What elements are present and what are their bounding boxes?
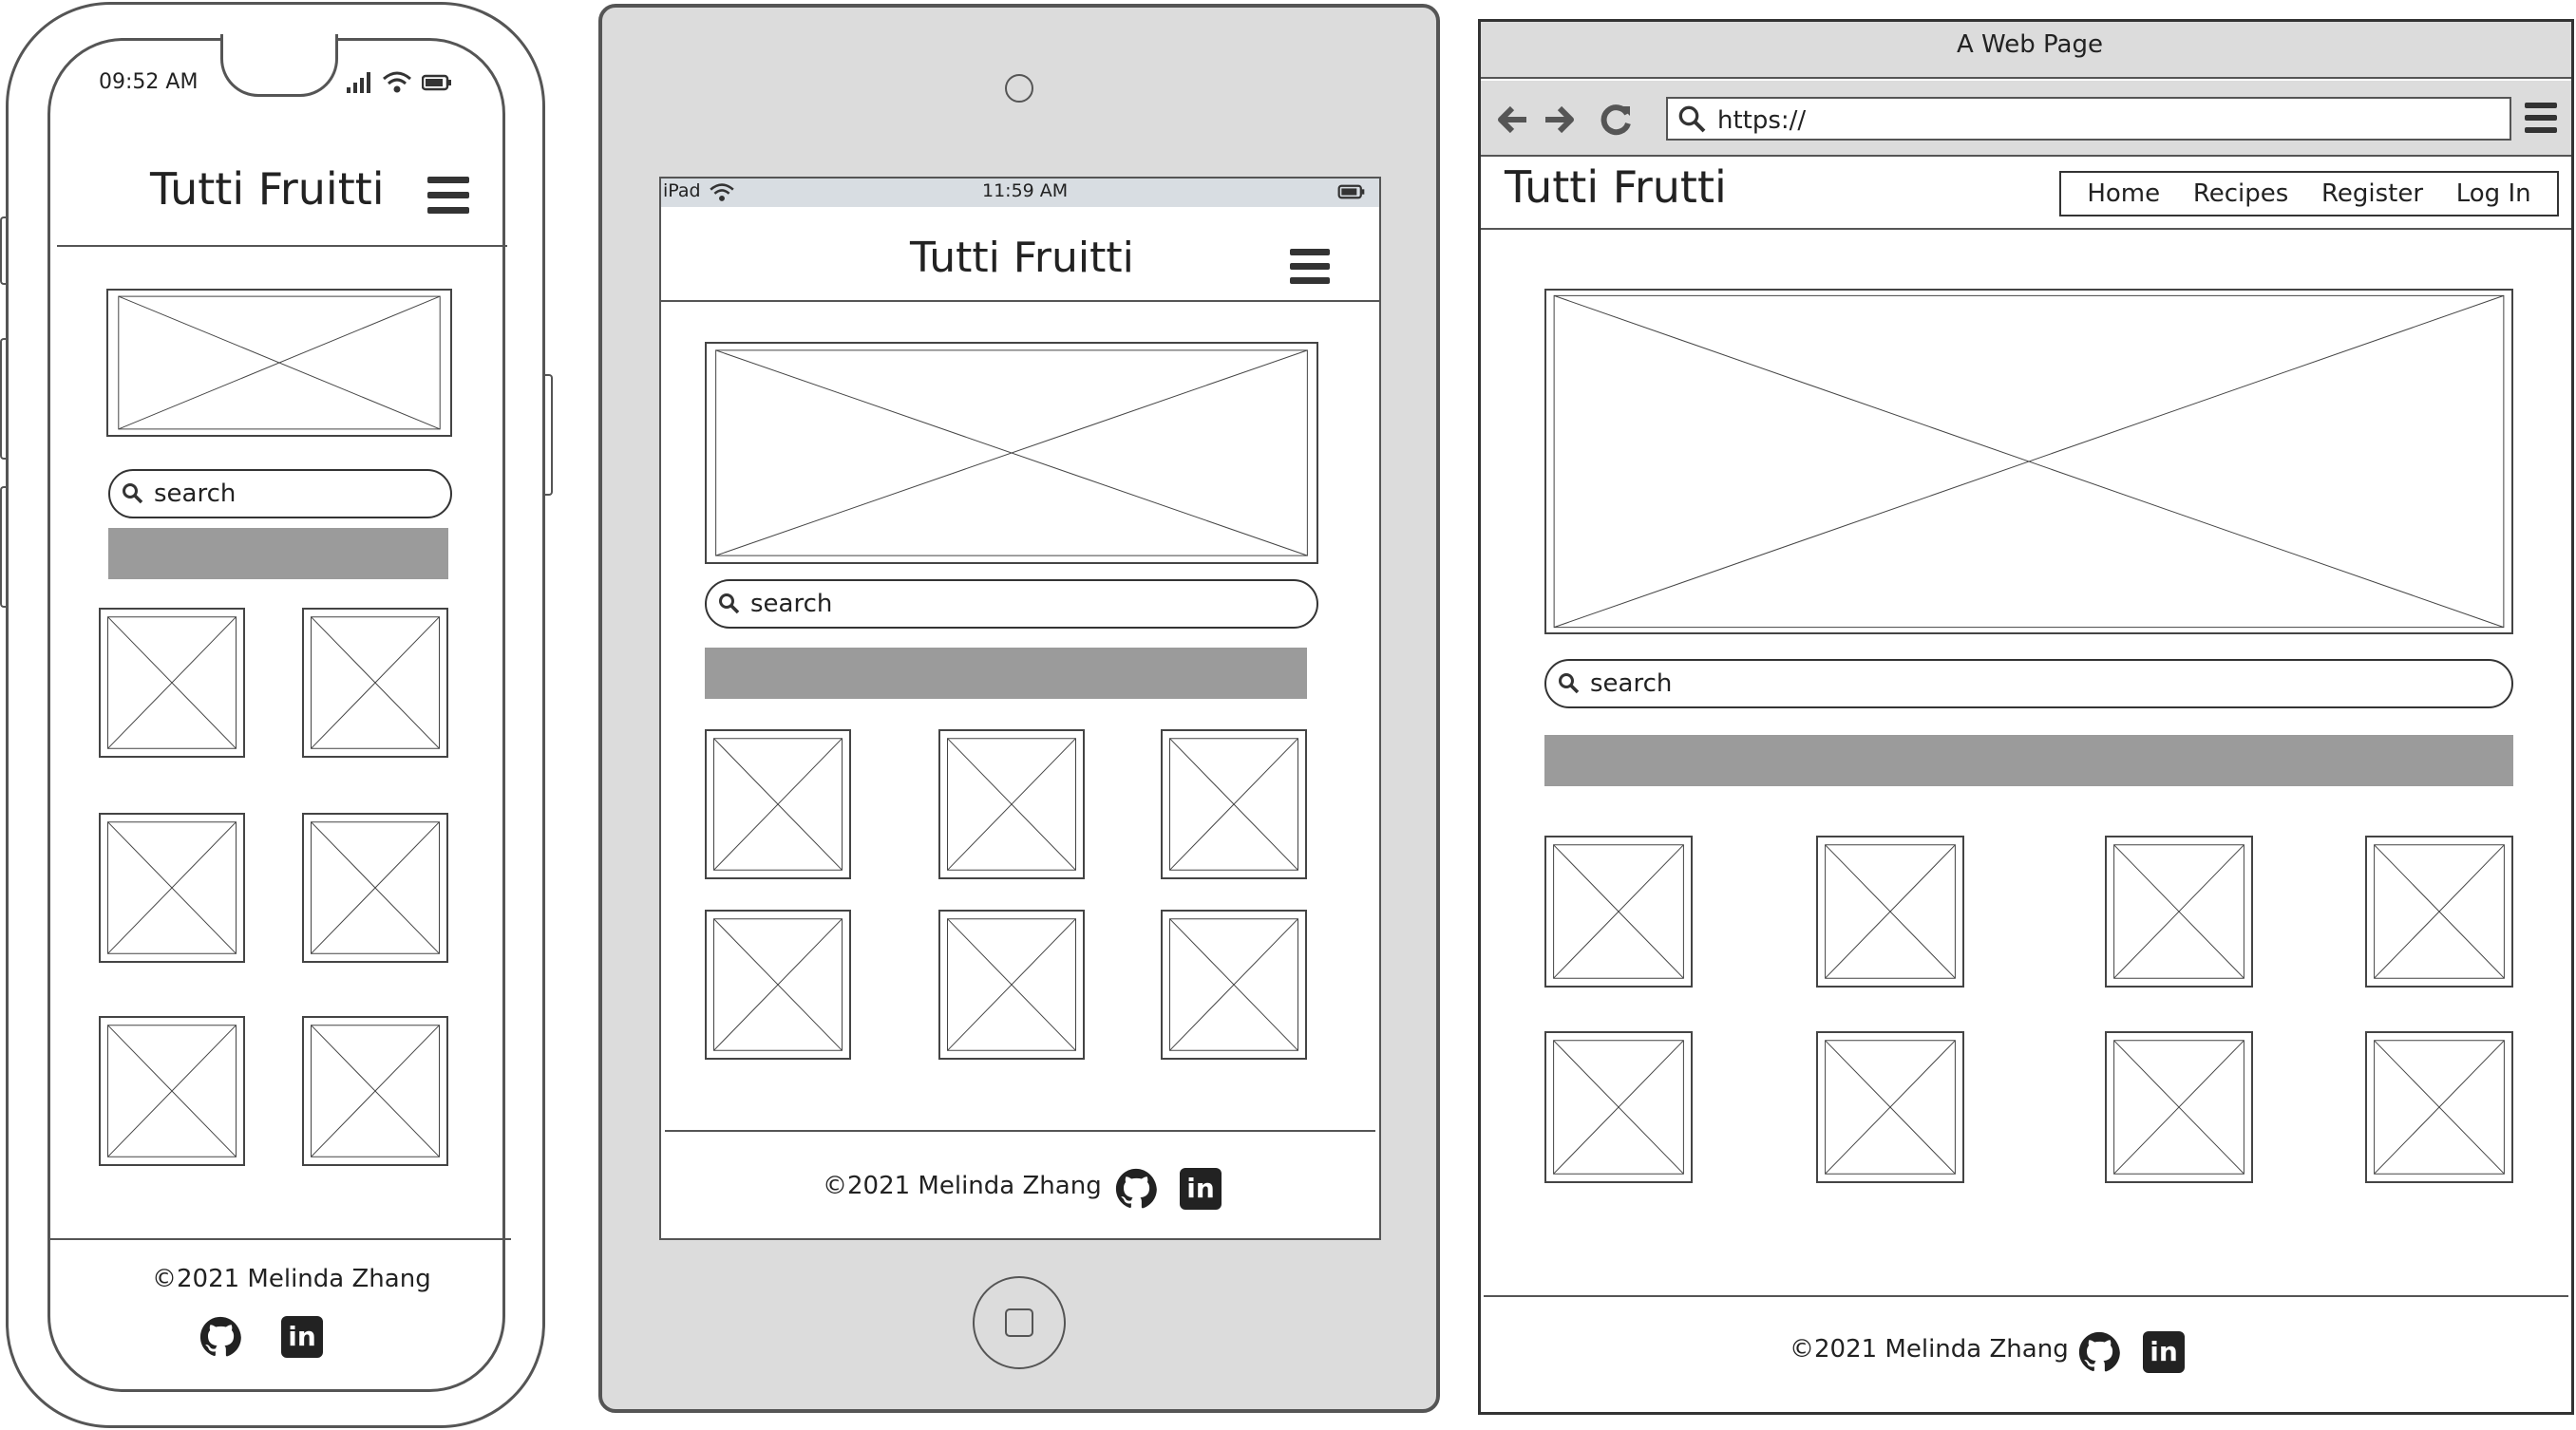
- phone-recipe-thumbnail[interactable]: [302, 608, 448, 758]
- phone-footer-copyright: ©2021 Melinda Zhang: [152, 1265, 431, 1293]
- linkedin-icon[interactable]: in: [281, 1316, 323, 1358]
- tablet-recipe-thumbnail[interactable]: [938, 910, 1085, 1060]
- browser-url: https://: [1717, 106, 1807, 135]
- cellular-signal-icon: [346, 70, 374, 95]
- phone-recipe-thumbnail[interactable]: [302, 1016, 448, 1166]
- browser-address-bar[interactable]: https://: [1666, 97, 2511, 141]
- browser-recipe-thumbnail[interactable]: [2365, 1031, 2513, 1183]
- search-icon: [123, 483, 143, 504]
- browser-recipe-thumbnail[interactable]: [1816, 1031, 1964, 1183]
- tablet-search-input[interactable]: search: [705, 579, 1318, 629]
- tablet-hero-image-placeholder: [705, 342, 1318, 564]
- browser-footer-copyright: ©2021 Melinda Zhang: [1790, 1335, 2069, 1364]
- browser-recipe-thumbnail[interactable]: [1544, 836, 1693, 988]
- browser-nav: Home Recipes Register Log In: [2059, 171, 2559, 216]
- github-icon[interactable]: [199, 1316, 241, 1358]
- browser-recipe-thumbnail[interactable]: [2105, 836, 2253, 988]
- phone-side-button: [543, 374, 553, 496]
- browser-search-placeholder: search: [1590, 669, 1673, 698]
- tablet-home-button[interactable]: [973, 1276, 1066, 1369]
- tablet-recipe-thumbnail[interactable]: [938, 729, 1085, 879]
- tablet-recipe-thumbnail[interactable]: [1161, 729, 1307, 879]
- browser-recipe-thumbnail[interactable]: [2365, 836, 2513, 988]
- tablet-device-label: iPad: [663, 180, 701, 201]
- tablet-recipe-thumbnail[interactable]: [705, 910, 851, 1060]
- tablet-screen: [659, 177, 1381, 1240]
- browser-recipe-thumbnail[interactable]: [2105, 1031, 2253, 1183]
- nav-register[interactable]: Register: [2321, 179, 2424, 208]
- search-icon: [1559, 673, 1580, 694]
- github-icon[interactable]: [2078, 1331, 2120, 1373]
- phone-search-placeholder: search: [154, 480, 237, 508]
- browser-recipe-thumbnail[interactable]: [1816, 836, 1964, 988]
- back-arrow-icon[interactable]: [1495, 103, 1529, 137]
- phone-side-button: [0, 486, 8, 608]
- browser-site-title[interactable]: Tutti Frutti: [1505, 161, 1727, 213]
- nav-log-in[interactable]: Log In: [2455, 179, 2531, 208]
- browser-menu-icon[interactable]: [2525, 103, 2557, 135]
- tablet-footer-divider: [665, 1130, 1375, 1132]
- nav-recipes[interactable]: Recipes: [2192, 179, 2289, 208]
- wifi-icon: [709, 182, 735, 203]
- tablet-search-placeholder: search: [750, 590, 833, 618]
- search-icon: [1678, 105, 1706, 133]
- phone-side-button: [0, 338, 8, 460]
- phone-notch: [220, 34, 338, 97]
- phone-recipe-thumbnail[interactable]: [99, 1016, 245, 1166]
- github-icon[interactable]: [1115, 1168, 1157, 1210]
- battery-icon: [421, 74, 452, 91]
- phone-search-input[interactable]: search: [108, 469, 452, 518]
- tablet-header-divider: [659, 300, 1381, 302]
- tablet-camera: [1005, 74, 1033, 103]
- forward-arrow-icon[interactable]: [1543, 103, 1577, 137]
- phone-recipe-thumbnail[interactable]: [302, 813, 448, 963]
- phone-side-button: [0, 216, 8, 285]
- browser-window-title: A Web Page: [1957, 30, 2103, 59]
- phone-site-title[interactable]: Tutti Fruitti: [150, 163, 385, 215]
- tablet-site-title[interactable]: Tutti Fruitti: [910, 234, 1134, 282]
- battery-icon: [1337, 184, 1366, 199]
- tablet-status-bar: [661, 179, 1379, 207]
- hamburger-menu-icon[interactable]: [1290, 249, 1330, 285]
- phone-hero-image-placeholder: [106, 289, 452, 437]
- tablet-recipe-thumbnail[interactable]: [1161, 910, 1307, 1060]
- browser-title-bar: [1481, 22, 2571, 79]
- tablet-status-time: 11:59 AM: [982, 180, 1069, 201]
- browser-content-bar: [1544, 735, 2513, 786]
- tablet-footer-copyright: ©2021 Melinda Zhang: [823, 1172, 1102, 1200]
- linkedin-icon[interactable]: in: [2143, 1331, 2185, 1373]
- browser-footer-divider: [1484, 1295, 2568, 1297]
- browser-recipe-thumbnail[interactable]: [1544, 1031, 1693, 1183]
- linkedin-icon[interactable]: in: [1180, 1168, 1222, 1210]
- wifi-icon: [382, 70, 412, 95]
- browser-search-input[interactable]: search: [1544, 659, 2513, 708]
- browser-hero-image-placeholder: [1544, 289, 2513, 634]
- phone-content-bar: [108, 528, 448, 579]
- phone-recipe-thumbnail[interactable]: [99, 608, 245, 758]
- phone-footer-divider: [49, 1238, 511, 1240]
- reload-icon[interactable]: [1600, 103, 1634, 137]
- phone-recipe-thumbnail[interactable]: [99, 813, 245, 963]
- phone-status-time: 09:52 AM: [99, 70, 199, 94]
- nav-home[interactable]: Home: [2087, 179, 2161, 208]
- tablet-content-bar: [705, 648, 1307, 699]
- tablet-recipe-thumbnail[interactable]: [705, 729, 851, 879]
- browser-header-divider: [1481, 228, 2571, 230]
- hamburger-menu-icon[interactable]: [427, 177, 469, 215]
- phone-header-divider: [57, 245, 507, 247]
- search-icon: [719, 593, 740, 614]
- home-button-square-icon: [1005, 1308, 1033, 1337]
